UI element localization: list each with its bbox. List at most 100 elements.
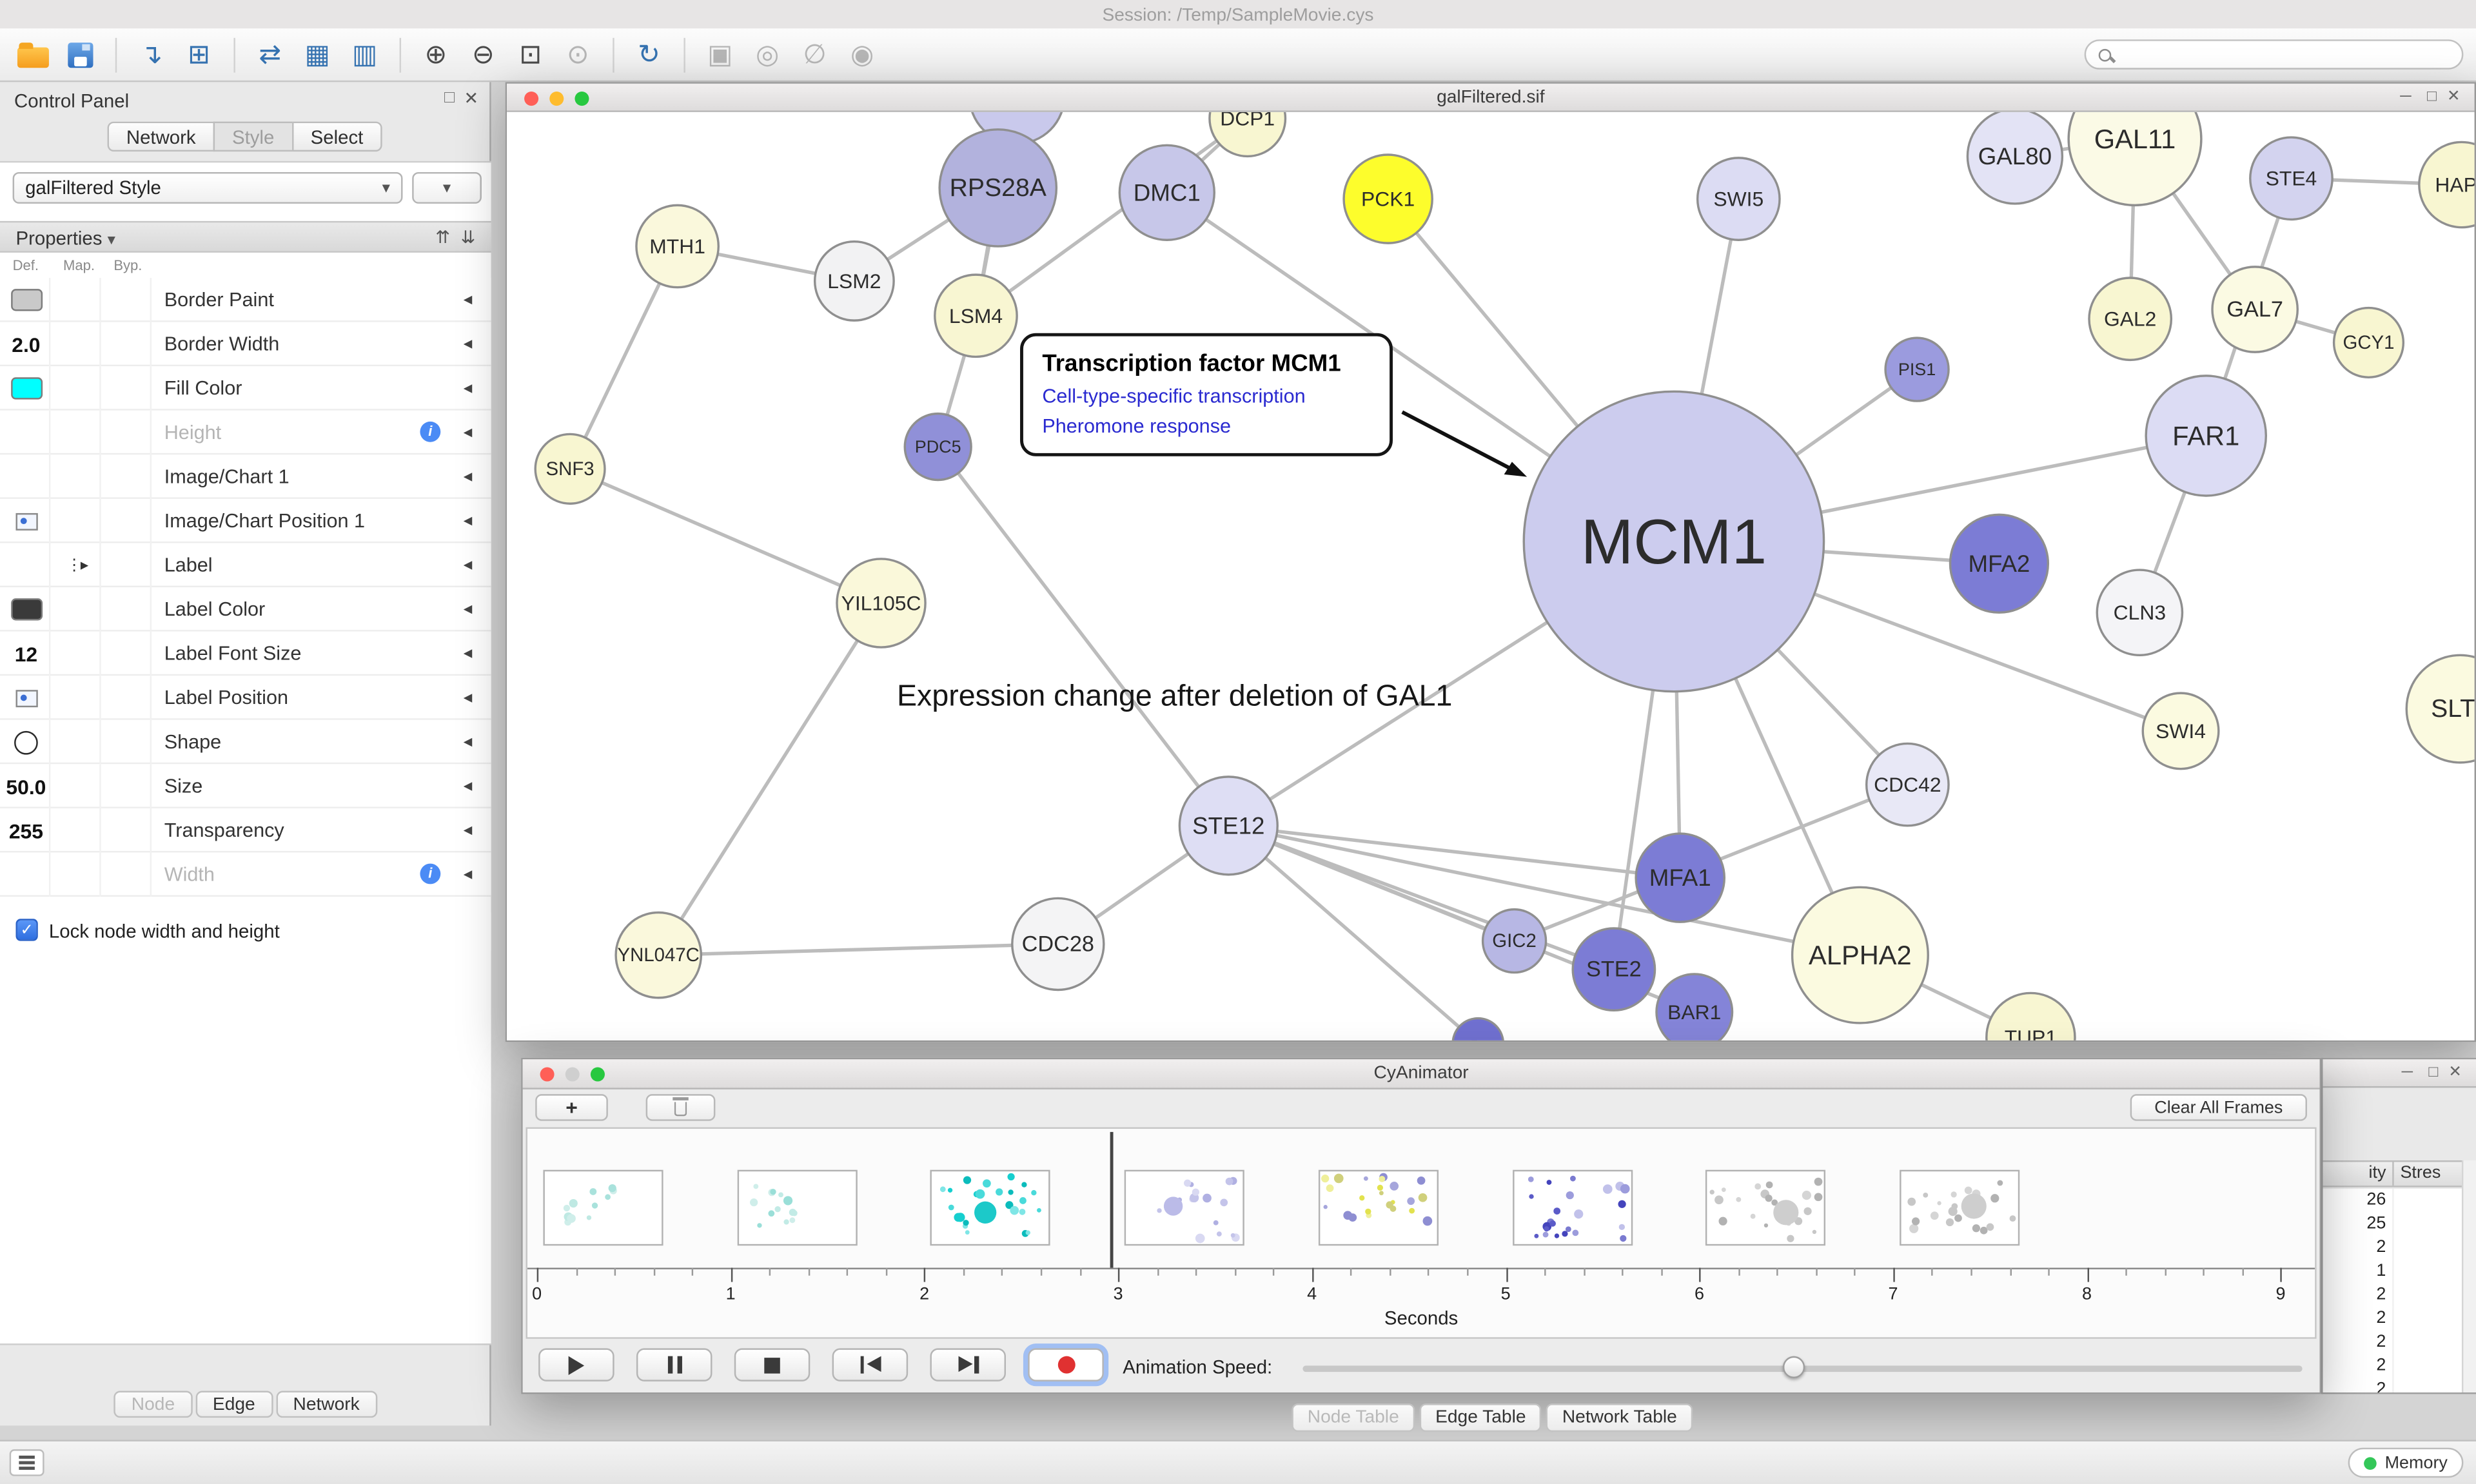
network-edge[interactable]	[1228, 824, 1681, 880]
network-node[interactable]	[1655, 973, 1734, 1040]
cyanimator-titlebar[interactable]: CyAnimator	[522, 1059, 2320, 1089]
first-neighbors-icon[interactable]: ◎	[743, 34, 791, 75]
property-mapping-cell[interactable]	[54, 498, 101, 543]
network-node[interactable]	[1481, 908, 1548, 974]
expand-property-icon[interactable]: ◂	[463, 290, 473, 310]
lock-size-checkbox[interactable]: ✓	[15, 919, 38, 941]
property-bypass-cell[interactable]	[104, 764, 152, 808]
network-window-titlebar[interactable]: galFiltered.sif ─ □ ✕	[507, 83, 2475, 112]
network-node[interactable]	[2067, 112, 2203, 207]
table-window-titlebar[interactable]: ─ □ ✕	[2323, 1059, 2476, 1088]
network-canvas[interactable]: RPS28ADMC1DCP1PCK1SWI5GAL80GAL11STE4HAP4…	[507, 112, 2475, 1040]
property-default-cell[interactable]	[3, 676, 51, 720]
float-frame-icon[interactable]: □	[2428, 1064, 2439, 1082]
frame-thumbnail[interactable]	[1124, 1169, 1245, 1246]
table-row[interactable]: 26	[2323, 1189, 2462, 1213]
property-bypass-cell[interactable]	[104, 587, 152, 632]
property-default-cell[interactable]	[3, 587, 51, 632]
style-selector[interactable]: galFiltered Style ▾	[12, 171, 403, 204]
property-mapping-cell[interactable]	[54, 278, 101, 322]
property-bypass-cell[interactable]	[104, 366, 152, 411]
property-mapping-cell[interactable]	[54, 366, 101, 411]
expand-property-icon[interactable]: ◂	[463, 688, 473, 708]
property-mapping-cell[interactable]	[54, 808, 101, 853]
zoom-fit-icon[interactable]: ⊡	[507, 34, 554, 75]
tab-style[interactable]: Style	[213, 121, 292, 152]
property-default-cell[interactable]	[3, 366, 51, 411]
frame-thumbnail[interactable]	[736, 1169, 858, 1246]
property-default-cell[interactable]	[3, 543, 51, 588]
property-row[interactable]: ⋮▸Label◂	[0, 543, 491, 588]
expand-property-icon[interactable]: ◂	[463, 776, 473, 796]
network-node[interactable]	[2249, 136, 2334, 221]
property-bypass-cell[interactable]	[104, 543, 152, 588]
search-input[interactable]	[2119, 44, 2450, 64]
table-scrollbar[interactable]	[2461, 1160, 2476, 1393]
search-box[interactable]	[2084, 39, 2464, 70]
table-row[interactable]: 2	[2323, 1236, 2462, 1260]
export-image-icon[interactable]: ▥	[341, 34, 388, 75]
close-window-button[interactable]	[524, 90, 539, 105]
collapse-all-icon[interactable]: ⇊	[460, 229, 476, 248]
network-node[interactable]	[534, 433, 606, 505]
frame-thumbnail[interactable]	[930, 1169, 1051, 1246]
network-node[interactable]	[1966, 112, 2064, 205]
network-edge[interactable]	[1228, 824, 1861, 957]
property-row[interactable]: Border Paint◂	[0, 278, 491, 322]
zoom-out-icon[interactable]: ⊖	[460, 34, 507, 75]
playhead[interactable]	[1110, 1131, 1113, 1268]
network-node[interactable]	[2405, 654, 2475, 764]
property-row[interactable]: Fill Color◂	[0, 366, 491, 411]
network-node[interactable]	[1451, 1017, 1504, 1040]
expand-property-icon[interactable]: ◂	[463, 556, 473, 575]
annotation-link[interactable]: Pheromone response	[1042, 415, 1232, 438]
network-edge[interactable]	[658, 942, 1058, 957]
table-row[interactable]: 2	[2323, 1331, 2462, 1355]
property-mapping-cell[interactable]	[54, 454, 101, 499]
lock-size-option[interactable]: ✓ Lock node width and height	[0, 912, 491, 951]
network-node[interactable]	[938, 128, 1058, 248]
network-node[interactable]	[2088, 277, 2173, 362]
play-button[interactable]	[538, 1348, 614, 1381]
network-node[interactable]	[2145, 375, 2268, 497]
tab-network-style[interactable]: Network	[275, 1391, 377, 1418]
property-row[interactable]: Shape◂	[0, 719, 491, 765]
property-default-cell[interactable]: 12	[3, 631, 51, 676]
property-bypass-cell[interactable]	[104, 454, 152, 499]
network-node[interactable]	[813, 240, 895, 322]
frame-thumbnail[interactable]	[1899, 1169, 2019, 1246]
frame-thumbnail[interactable]	[1705, 1169, 1826, 1246]
property-bypass-cell[interactable]	[104, 322, 152, 367]
network-node[interactable]	[635, 204, 720, 289]
step-back-button[interactable]	[832, 1348, 909, 1381]
tab-node-style[interactable]: Node	[113, 1391, 193, 1418]
expand-property-icon[interactable]: ◂	[463, 732, 473, 752]
copy-icon[interactable]: ▣	[696, 34, 743, 75]
table-row[interactable]: 2	[2323, 1354, 2462, 1378]
export-table-icon[interactable]: ▦	[294, 34, 341, 75]
network-node[interactable]	[2096, 569, 2184, 657]
tab-select[interactable]: Select	[291, 121, 382, 152]
zoom-in-icon[interactable]: ⊕	[412, 34, 459, 75]
table-row[interactable]: 2	[2323, 1378, 2462, 1393]
properties-header-bar[interactable]: Properties ▾ ⇈ ⇊	[0, 220, 491, 253]
open-session-icon[interactable]	[10, 34, 57, 75]
network-node[interactable]	[934, 273, 1018, 358]
network-node[interactable]	[1949, 513, 2050, 614]
minimize-frame-icon[interactable]: ─	[2400, 88, 2412, 106]
table-column-header[interactable]: Stres	[2392, 1162, 2462, 1186]
property-bypass-cell[interactable]	[104, 808, 152, 853]
network-node[interactable]	[1985, 991, 2076, 1040]
save-session-icon[interactable]	[57, 34, 104, 75]
table-column-header[interactable]: ity	[2368, 1163, 2386, 1183]
network-node[interactable]	[2332, 306, 2405, 379]
network-node[interactable]	[1342, 153, 1433, 244]
property-default-cell[interactable]	[3, 278, 51, 322]
network-edge[interactable]	[656, 602, 883, 957]
table-row[interactable]: 2	[2323, 1284, 2462, 1307]
tab-network[interactable]: Network	[107, 121, 213, 152]
close-frame-icon[interactable]: ✕	[2446, 88, 2461, 106]
